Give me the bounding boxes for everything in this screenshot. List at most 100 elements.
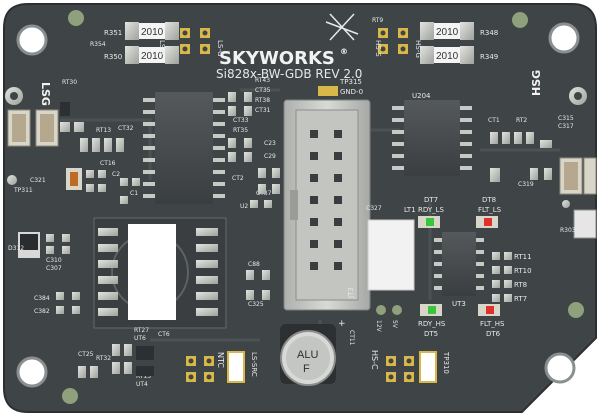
d312-label: D312 bbox=[8, 245, 24, 252]
ls-src-label: LS-SRC bbox=[250, 352, 258, 377]
alu-f-text: F bbox=[303, 363, 310, 375]
tp311-label: TP311 bbox=[13, 187, 33, 194]
5v-label: 5V bbox=[391, 320, 398, 329]
ntc-pads bbox=[186, 356, 214, 382]
led-rdy-ls bbox=[418, 216, 440, 228]
ct2-label: CT2 bbox=[232, 175, 244, 182]
ct33-label: CT33 bbox=[233, 117, 249, 124]
smd-components-far-left bbox=[60, 102, 140, 204]
rt38-label: RT38 bbox=[255, 97, 270, 104]
ct31-label: CT31 bbox=[255, 107, 271, 114]
c88-c325 bbox=[246, 270, 270, 300]
tp311-pad bbox=[7, 175, 17, 185]
ct1-label: CT1 bbox=[488, 117, 500, 124]
aluminum-capacitor bbox=[280, 324, 336, 386]
led-flt-hs bbox=[478, 304, 500, 316]
flt-hs-label: FLT_HS bbox=[480, 320, 505, 328]
hsg-label: HSG bbox=[530, 70, 543, 96]
tp315-label: TP315 bbox=[339, 78, 362, 86]
rdy-ls-label: RDY_LS bbox=[418, 206, 445, 214]
c315-label: C315 bbox=[558, 115, 574, 122]
c88-label: C88 bbox=[248, 261, 260, 268]
rt10-label: RT10 bbox=[514, 267, 532, 275]
ct16-label: CT16 bbox=[100, 160, 116, 167]
dt6-label: DT6 bbox=[486, 330, 501, 338]
rdy-hs-label: RDY_HS bbox=[418, 320, 446, 328]
c319-label: C319 bbox=[518, 181, 534, 188]
c317-label: C317 bbox=[558, 123, 574, 130]
smd-caps-bottom-left bbox=[46, 234, 80, 314]
r349-label: R349 bbox=[480, 53, 498, 61]
r348-value: 2010 bbox=[436, 51, 459, 62]
jt3-label: JT3 bbox=[347, 287, 355, 299]
smd-components-bottom-left bbox=[78, 344, 154, 378]
right-power-caps bbox=[559, 157, 597, 195]
left-soic-ic bbox=[143, 92, 225, 204]
rt2-label: RT2 bbox=[516, 117, 527, 124]
c23-label: C23 bbox=[264, 140, 276, 147]
registered-mark: ® bbox=[340, 47, 348, 56]
rt13-label-top: RT13 bbox=[96, 127, 111, 134]
tp310-label: TP310 bbox=[442, 351, 450, 374]
c382-label: C382 bbox=[34, 308, 50, 315]
c2-label: C2 bbox=[112, 171, 120, 178]
r303-label: R303 bbox=[560, 227, 576, 234]
hs-s-label: HS-S bbox=[374, 40, 382, 57]
ut3-label: UT3 bbox=[452, 300, 466, 308]
d312-diode bbox=[18, 232, 40, 258]
rt27-label: RT27 bbox=[134, 327, 149, 334]
top-left-resistors bbox=[125, 22, 179, 64]
ut6-label: UT6 bbox=[134, 335, 146, 342]
hsg-connector bbox=[569, 87, 587, 105]
tp310-pad bbox=[419, 351, 437, 383]
tp-12v bbox=[376, 305, 386, 315]
transformer bbox=[93, 217, 227, 329]
led-flt-ls bbox=[476, 216, 498, 228]
smd-components-right bbox=[490, 132, 552, 182]
tp-5v bbox=[392, 305, 402, 315]
flt-ls-label: FLT_LS bbox=[478, 206, 502, 214]
hs-pads bbox=[378, 28, 408, 54]
smd-components-left bbox=[228, 92, 280, 208]
board-model: Si828x-BW-GDB REV 2.0 bbox=[216, 67, 362, 81]
ut4-label: UT4 bbox=[136, 381, 148, 388]
rt35-label: RT35 bbox=[233, 127, 248, 134]
left-power-caps bbox=[7, 109, 59, 147]
r350-value: 2010 bbox=[141, 51, 164, 62]
12v-label: 12V bbox=[375, 320, 382, 333]
c325-label: C325 bbox=[248, 301, 264, 308]
ct35-label: CT35 bbox=[255, 87, 271, 94]
rt11-label: RT11 bbox=[514, 253, 532, 261]
dt7-label: DT7 bbox=[424, 196, 438, 204]
u2-label: U2 bbox=[240, 203, 248, 210]
rt13-label: RT13 bbox=[136, 373, 151, 380]
r350-label: R350 bbox=[104, 53, 122, 61]
tp-lss bbox=[562, 200, 570, 208]
lt1-inductor bbox=[367, 219, 415, 291]
rt8-label: RT8 bbox=[514, 281, 527, 289]
led-rdy-hs bbox=[420, 304, 442, 316]
c327-label: C327 bbox=[366, 205, 382, 212]
skyworks-logo-mark bbox=[325, 13, 359, 41]
c307-label: C307 bbox=[46, 265, 62, 272]
resistors-rt7-rt11 bbox=[492, 252, 512, 302]
r348-label: R348 bbox=[480, 29, 498, 37]
tp-ls-src bbox=[227, 351, 245, 383]
rt43-label: RT43 bbox=[255, 77, 270, 84]
lsg-label: LSG bbox=[39, 82, 52, 106]
c310-label: C310 bbox=[46, 257, 62, 264]
right-soic-ic bbox=[392, 100, 472, 176]
r351-label: R351 bbox=[104, 29, 122, 37]
c321-label: C321 bbox=[30, 177, 46, 184]
ct11-label: CT11 bbox=[348, 330, 355, 346]
plus-mark: + bbox=[338, 319, 346, 329]
hs-c-pads bbox=[386, 356, 414, 382]
r349-value: 2010 bbox=[436, 27, 459, 38]
fiducials bbox=[62, 10, 584, 404]
tp315-pad bbox=[318, 86, 338, 96]
c29-label: C29 bbox=[264, 153, 276, 160]
ls-g-label: LS-G bbox=[216, 40, 224, 57]
lsg-connector bbox=[5, 87, 23, 105]
hs-g-label: HS-G bbox=[414, 40, 422, 58]
